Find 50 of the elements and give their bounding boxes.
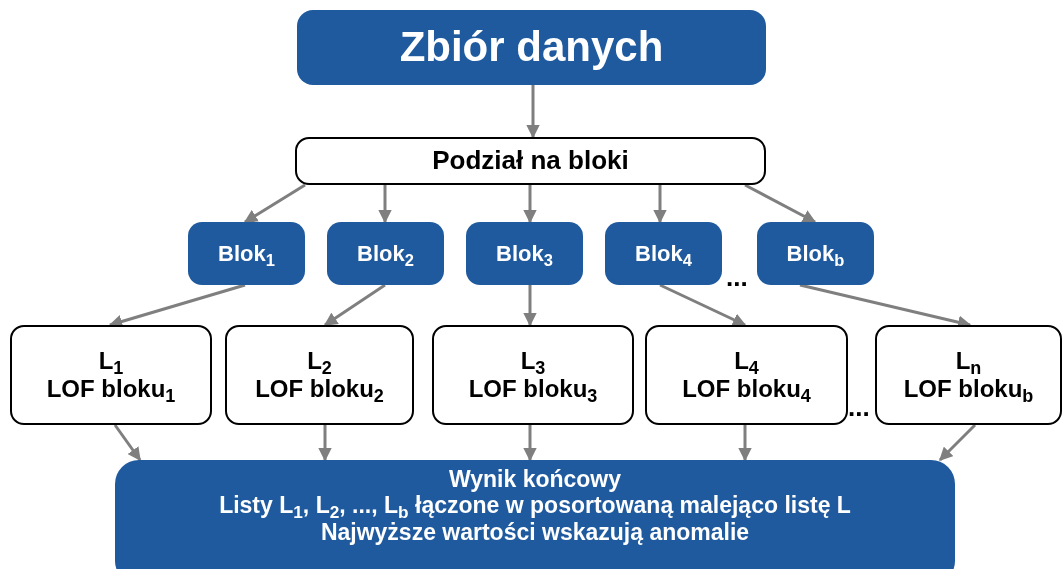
step-box — [875, 325, 1062, 425]
process-box — [115, 460, 955, 569]
ellipsis-label: ... — [726, 262, 748, 293]
arrow — [653, 185, 667, 224]
step-box — [10, 325, 212, 425]
node-text: LOF bloku$_{3}$ — [468, 375, 598, 403]
node-text: Blok$_{b}$ — [786, 240, 845, 267]
node-text: Najwyższe wartości wskazują anomalie — [320, 518, 750, 546]
node-text: L$_{n}$ — [955, 347, 982, 375]
arrow — [108, 283, 246, 328]
node-text: Blok$_{1}$ — [218, 240, 275, 267]
arrow — [526, 85, 540, 139]
step-box — [295, 137, 766, 185]
process-box — [466, 222, 583, 285]
process-box — [188, 222, 305, 285]
process-box — [605, 222, 722, 285]
arrow — [113, 424, 142, 462]
arrow — [523, 185, 537, 224]
arrow — [744, 183, 817, 224]
node-text: Zbiór danych — [399, 23, 664, 72]
node-text: LOF bloku$_{2}$ — [255, 375, 384, 403]
process-box — [757, 222, 874, 285]
arrow — [938, 423, 977, 462]
ellipsis-label: ... — [848, 392, 870, 423]
node-text: Podział na bloki — [432, 146, 629, 176]
arrow — [659, 283, 747, 327]
arrow — [243, 183, 306, 224]
process-box — [297, 10, 766, 85]
step-box — [432, 325, 634, 425]
node-text: Wynik końcowy — [448, 466, 622, 493]
node-text: Blok$_{2}$ — [357, 240, 414, 267]
node-text: L$_{2}$ — [307, 347, 332, 375]
node-text: LOF bloku$_{4}$ — [682, 375, 811, 403]
node-text: Blok$_{4}$ — [635, 240, 692, 267]
process-box — [327, 222, 444, 285]
arrow — [523, 425, 537, 462]
arrow — [318, 425, 332, 462]
node-text: L$_{3}$ — [520, 347, 546, 375]
step-box — [645, 325, 848, 425]
arrow — [323, 283, 386, 327]
arrow — [738, 425, 752, 462]
node-text: Listy L$_{1}$, L$_{2}$, ..., L$_{b}$ łączone w posortowaną malejąco listę L — [219, 492, 851, 519]
step-box — [225, 325, 414, 425]
node-text: LOF bloku$_{1}$ — [46, 375, 176, 403]
node-text: L$_{1}$ — [98, 347, 124, 375]
node-text: Blok$_{3}$ — [496, 240, 553, 267]
arrow — [378, 185, 392, 224]
arrow — [523, 285, 537, 327]
node-text: L$_{4}$ — [734, 347, 759, 375]
node-text: LOF bloku$_{b}$ — [903, 375, 1034, 403]
